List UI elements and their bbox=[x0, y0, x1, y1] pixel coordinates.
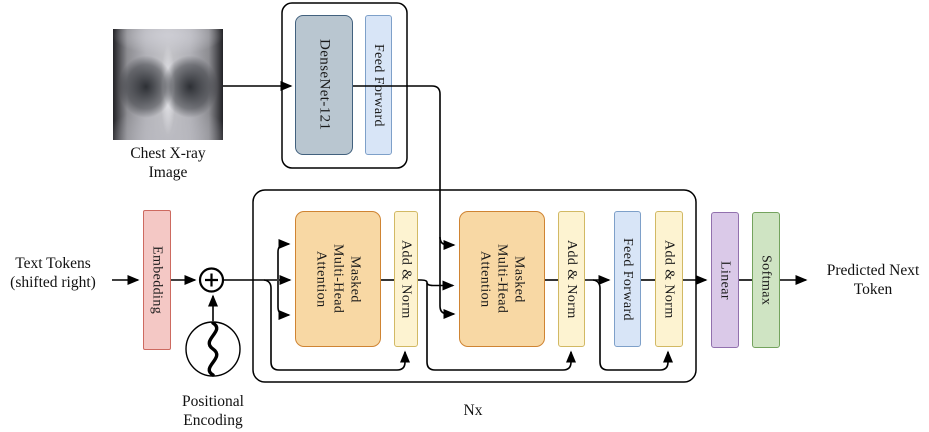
linear-label: Linear bbox=[717, 260, 733, 300]
add-norm-2-label: Add & Norm bbox=[564, 239, 579, 319]
decoder-feed-forward-label: Feed Forward bbox=[620, 237, 635, 321]
add-norm-1-label: Add & Norm bbox=[398, 239, 414, 319]
softmax-block: Softmax bbox=[752, 212, 780, 348]
arrow-addnorm1-to-mmha2 bbox=[418, 279, 455, 291]
masked-mha-2-label: Masked Multi-Head Attention bbox=[477, 244, 527, 314]
encoder-feed-forward-label: Feed Forward bbox=[371, 43, 386, 127]
arrow-fan-mmha1-bottom bbox=[277, 281, 291, 320]
text-tokens-label: Text Tokens (shifted right) bbox=[10, 255, 96, 291]
masked-mha-1-label: Masked Multi-Head Attention bbox=[313, 244, 363, 314]
arrow-encoder-to-mmha2-top bbox=[439, 236, 456, 250]
densenet-block: DenseNet-121 bbox=[295, 15, 353, 155]
plus-circle-icon bbox=[198, 267, 225, 293]
arrow-fan-mmha1-top bbox=[277, 239, 291, 279]
chest-xray-label: Chest X-ray Image bbox=[130, 145, 206, 181]
embedding-label: Embedding bbox=[149, 245, 165, 315]
predicted-next-token-label: Predicted Next Token bbox=[826, 262, 920, 298]
masked-mha-2-block: Masked Multi-Head Attention bbox=[459, 211, 545, 347]
positional-encoding-label: Positional Encoding bbox=[181, 393, 244, 429]
masked-mha-1-block: Masked Multi-Head Attention bbox=[295, 211, 381, 347]
encoder-feed-forward-block: Feed Forward bbox=[365, 15, 392, 155]
softmax-label: Softmax bbox=[758, 254, 774, 306]
sine-wave-icon bbox=[185, 321, 241, 377]
chest-xray-image bbox=[113, 29, 223, 140]
add-norm-3-label: Add & Norm bbox=[661, 239, 677, 319]
add-norm-3-block: Add & Norm bbox=[655, 211, 683, 347]
densenet-label: DenseNet-121 bbox=[316, 39, 333, 131]
nx-label: Nx bbox=[463, 402, 483, 419]
embedding-block: Embedding bbox=[143, 210, 171, 350]
linear-block: Linear bbox=[711, 212, 739, 348]
add-norm-1-block: Add & Norm bbox=[394, 211, 418, 347]
add-norm-2-block: Add & Norm bbox=[558, 211, 585, 347]
decoder-feed-forward-block: Feed Forward bbox=[614, 211, 641, 347]
